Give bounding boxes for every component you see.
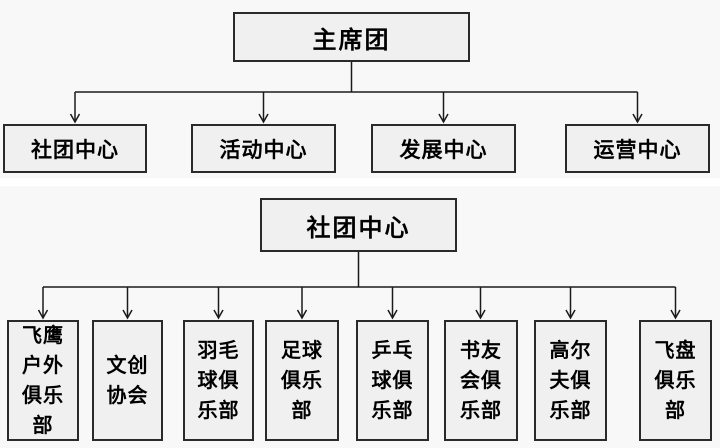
org-node-label: 社团中心 bbox=[306, 214, 411, 242]
chart-presidium: 主席团 社团中心 活动中心 发展中心 运营中心 bbox=[0, 0, 720, 178]
org-node-club-center-root: 社团中心 bbox=[260, 198, 457, 252]
arrowhead-icon bbox=[632, 113, 643, 124]
arrowhead-icon bbox=[296, 309, 308, 320]
org-node-frisbee-club: 飞盘 俱乐 部 bbox=[639, 320, 712, 441]
org-node-label: 活动中心 bbox=[219, 138, 308, 162]
org-node-operations-center: 运营中心 bbox=[565, 124, 710, 173]
org-node-label: 发展中心 bbox=[399, 138, 488, 162]
org-node-badminton-club: 羽毛 球俱 乐部 bbox=[183, 320, 254, 441]
org-node-label: 乒乓 球俱 乐部 bbox=[371, 339, 414, 422]
org-node-label: 飞盘 俱乐 部 bbox=[654, 339, 697, 422]
org-node-label: 羽毛 球俱 乐部 bbox=[197, 339, 240, 422]
org-node-label: 书友 会俱 乐部 bbox=[460, 339, 502, 422]
org-node-golf-club: 高尔 夫俱 乐部 bbox=[534, 320, 607, 441]
org-node-label: 主席团 bbox=[312, 26, 391, 54]
chart-separator bbox=[0, 178, 720, 186]
org-node-flying-eagle-outdoor-club: 飞鹰 户外 俱乐 部 bbox=[7, 320, 79, 441]
org-node-presidium: 主席团 bbox=[233, 12, 470, 62]
org-node-book-friends-club: 书友 会俱 乐部 bbox=[444, 320, 518, 441]
org-node-table-tennis-club: 乒乓 球俱 乐部 bbox=[356, 320, 429, 441]
arrowhead-icon bbox=[122, 309, 133, 320]
org-node-label: 高尔 夫俱 乐部 bbox=[549, 339, 592, 422]
arrowhead-icon bbox=[69, 113, 81, 124]
org-node-activity-center: 活动中心 bbox=[191, 124, 336, 173]
arrowhead-icon bbox=[670, 309, 681, 320]
arrowhead-icon bbox=[258, 113, 269, 124]
org-node-label: 飞鹰 户外 俱乐 部 bbox=[22, 324, 64, 437]
org-node-label: 社团中心 bbox=[31, 138, 119, 162]
arrowhead-icon bbox=[387, 309, 398, 320]
org-node-football-club: 足球 俱乐 部 bbox=[265, 320, 339, 441]
arrowhead-icon bbox=[438, 113, 449, 124]
arrowhead-icon bbox=[213, 309, 224, 320]
org-node-label: 文创 协会 bbox=[106, 354, 149, 407]
org-node-cultural-creative-association: 文创 协会 bbox=[92, 320, 163, 441]
arrowhead-icon bbox=[565, 309, 576, 320]
org-node-development-center: 发展中心 bbox=[371, 124, 516, 173]
arrowhead-icon bbox=[37, 309, 49, 320]
org-node-club-center: 社团中心 bbox=[3, 124, 147, 173]
arrowhead-icon bbox=[475, 309, 486, 320]
chart-club-center: 社团中心 飞鹰 户外 俱乐 部 文创 协会 羽毛 球俱 乐部 足球 俱乐 部 乒… bbox=[0, 186, 720, 448]
org-node-label: 运营中心 bbox=[593, 138, 682, 162]
org-node-label: 足球 俱乐 部 bbox=[281, 339, 323, 422]
